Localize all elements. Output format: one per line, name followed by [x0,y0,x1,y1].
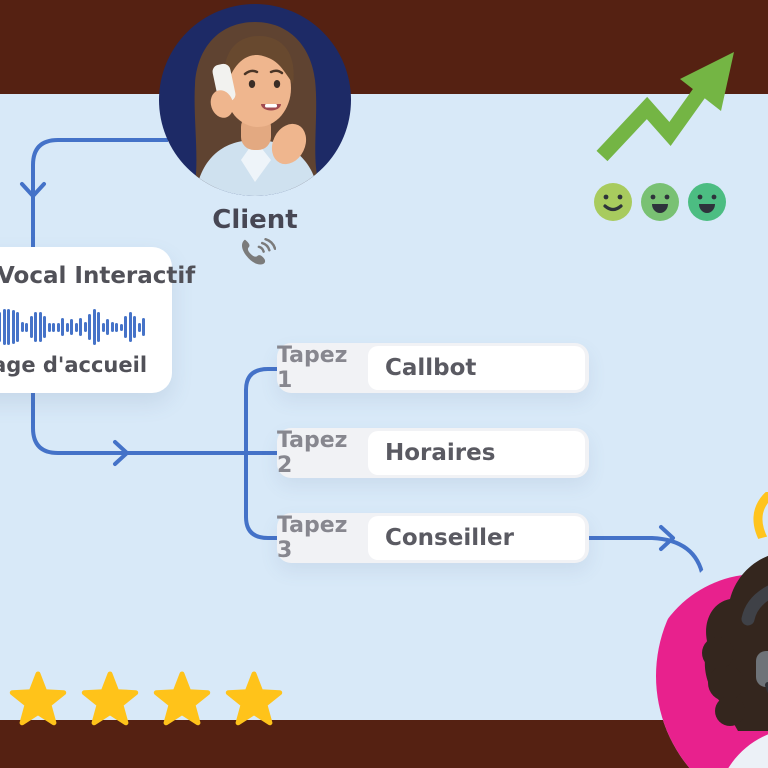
flow-arrowhead-right-2 [659,525,675,551]
waveform-bar [124,316,127,338]
option-card-tapez-3: Tapez 3 Conseiller [277,513,589,563]
waveform-bar [7,309,10,345]
svi-card-subtitle: Message d'accueil [0,353,148,377]
star-icon [225,671,283,726]
waveform-bar [101,322,105,332]
waveform-bar [52,322,55,332]
satisfaction-smileys [594,183,726,221]
waveform-bar [92,309,96,345]
waveform-bar [38,312,42,342]
waveform-bar [25,322,28,332]
option-card-tapez-1: Tapez 1 Callbot [277,343,589,393]
flow-branch-trunk [244,367,277,540]
svi-card: Vocal Interactif Message d'accueil [0,247,195,393]
client-label: Client [212,205,298,235]
agent-headband [741,585,768,626]
waveform-bar [34,312,37,342]
audio-waveform-icon [0,305,145,349]
option-card-tapez-2: Tapez 2 Horaires [277,428,589,478]
client-hand [210,90,234,118]
star-icon [153,671,211,726]
waveform-bar [2,309,6,345]
waveform-bar [0,312,1,342]
phone-ringing-icon [241,238,276,265]
smiley-ok-icon [594,183,632,221]
content-panel [0,94,768,720]
option-key: Tapez 2 [277,428,348,478]
star-icon [81,671,139,726]
flow-arrowhead-right [113,440,129,466]
waveform-bar [115,322,118,332]
smiley-happy-icon [641,183,679,221]
waveform-bar [11,310,15,344]
agent-shirt [728,734,768,768]
flow-line-svi-to-branch [31,393,277,455]
flow-line-conseiller-to-agent [589,536,705,578]
waveform-bar [119,323,123,331]
waveform-bar [65,322,69,332]
option-value: Horaires [368,431,585,475]
client-hair-front [223,36,294,92]
smiley-very-happy-icon [688,183,726,221]
waveform-bar [133,316,136,338]
option-value: Conseiller [368,516,585,560]
bottom-border-band [0,720,768,768]
waveform-bar [70,319,73,335]
waveform-bar [83,322,87,332]
client-photo [159,4,351,196]
waveform-bar [128,312,132,342]
option-key: Tapez 3 [277,513,348,563]
waveform-bar [47,322,51,332]
agent-earcup [756,651,768,687]
flow-arrowhead-down [20,182,46,198]
waveform-bar [29,316,33,338]
waveform-bar [20,322,24,332]
svi-card-title: Vocal Interactif [0,263,196,289]
waveform-bar [106,319,109,335]
option-value: Callbot [368,346,585,390]
waveform-bar [137,322,141,332]
waveform-bar [110,322,114,332]
waveform-bar [79,318,82,336]
flow-line-client-to-svi [31,138,168,247]
waveform-bar [142,318,145,336]
top-border-band [0,0,768,94]
rating-stars [8,671,284,731]
client-hands-clasped [271,123,307,165]
waveform-bar [16,312,19,342]
waveform-bar [43,316,46,338]
waveform-bar [74,322,78,332]
agent-photo [656,533,768,768]
waveform-bar [61,318,64,336]
option-key: Tapez 1 [277,343,348,393]
waveform-bar [88,314,91,340]
star-icon [9,671,67,726]
waveform-bar [97,312,100,342]
waveform-bar [56,322,60,332]
